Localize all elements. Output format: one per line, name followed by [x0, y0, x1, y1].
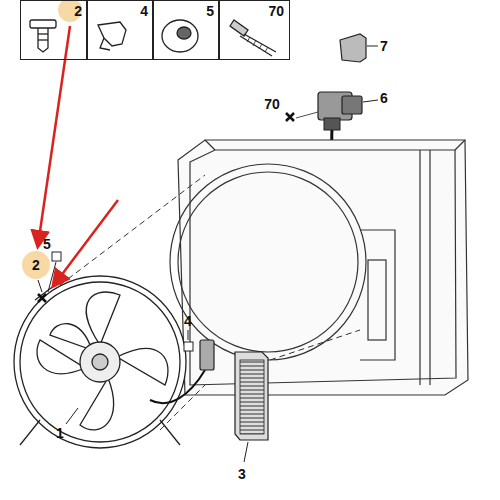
leader-line	[38, 280, 42, 292]
inset-cell: 4	[86, 0, 154, 60]
callout-number: 6	[380, 91, 388, 105]
callout-number: 70	[219, 1, 289, 19]
leader-line	[296, 112, 318, 118]
leader-line	[367, 46, 378, 47]
resistor-part	[235, 352, 268, 440]
fan-wire	[150, 370, 205, 403]
fixing-cross	[38, 294, 46, 302]
inset-cell: 2	[20, 0, 88, 60]
inset-cell: 5	[152, 0, 220, 60]
callout-number: 70	[264, 97, 280, 111]
radiator-frame	[170, 140, 468, 395]
callout-number: 3	[238, 467, 246, 481]
pointer-arrow	[54, 200, 118, 285]
callout-number: 1	[56, 426, 64, 440]
callout-number: 5	[153, 1, 219, 19]
screw-thread	[247, 37, 268, 52]
callout-number: 7	[380, 39, 388, 53]
highlight-circle	[22, 251, 50, 279]
leader-line	[363, 100, 378, 102]
callout-number: 4	[184, 314, 192, 328]
leader-line	[48, 262, 56, 292]
leader-line	[188, 330, 189, 340]
callout-number: 5	[43, 237, 51, 251]
part-square	[52, 252, 61, 261]
callout-number: 2	[32, 258, 40, 272]
leader-line	[244, 442, 248, 462]
leader-line	[66, 408, 78, 424]
callout-number: 2	[21, 1, 87, 19]
cap-part	[340, 34, 366, 62]
fixing-cross	[286, 113, 294, 121]
pointer-arrow	[38, 26, 70, 245]
callout-number: 4	[87, 1, 153, 19]
cooling-fan	[14, 276, 186, 448]
part-square	[184, 342, 193, 351]
plug-part	[200, 340, 214, 370]
inset-cell: 70	[218, 0, 290, 60]
